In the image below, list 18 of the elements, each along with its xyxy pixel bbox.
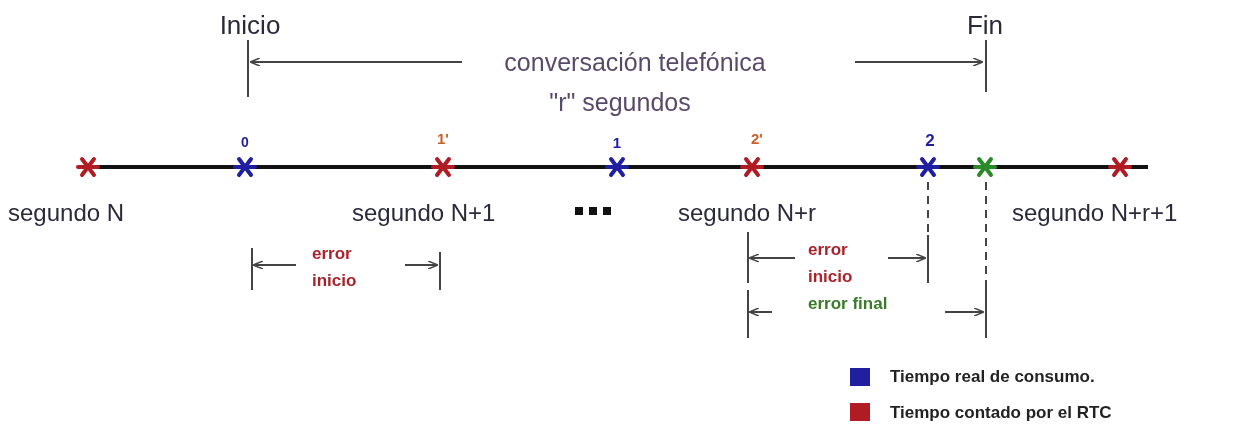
legend-label: Tiempo real de consumo.: [890, 366, 1095, 388]
time-label: Fin: [965, 9, 1005, 42]
error-label: error inicio: [312, 243, 358, 292]
marker-number: 1: [611, 133, 623, 153]
interval-label: conversación telefónica: [503, 47, 767, 78]
second-label: segundo N: [8, 198, 126, 228]
second-label: segundo N+1: [352, 198, 497, 228]
interval-label: "r" segundos: [548, 87, 692, 118]
error-label: error final: [808, 293, 888, 315]
error-label: error inicio: [808, 239, 854, 288]
marker-number: 2': [750, 129, 764, 149]
second-label: segundo N+r: [678, 198, 818, 228]
marker-number: 2: [924, 130, 936, 152]
marker-number: 1': [436, 129, 450, 149]
marker-number: 0: [240, 133, 250, 152]
second-label: segundo N+r+1: [1012, 198, 1179, 228]
legend-label: Tiempo contado por el RTC: [890, 401, 1112, 424]
time-label: Inicio: [218, 9, 282, 42]
